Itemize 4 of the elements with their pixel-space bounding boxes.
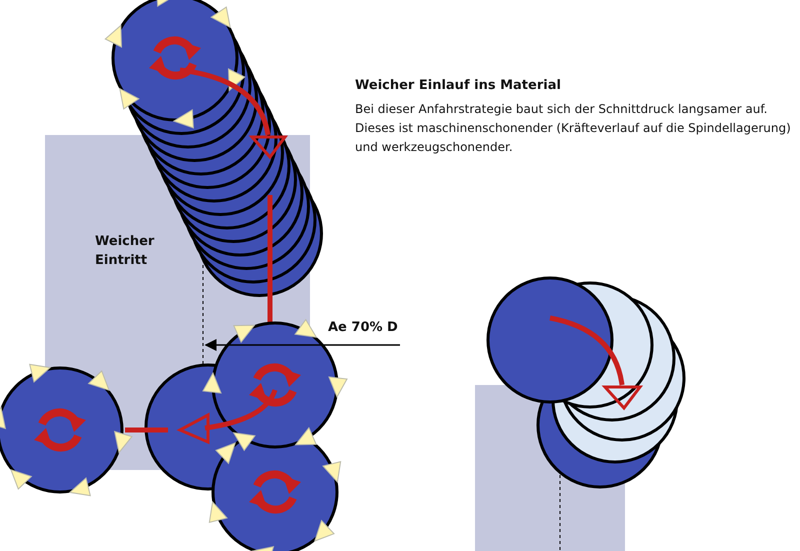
dimension-label: Ae 70% D [328,320,399,335]
description-text: Bei dieser Anfahrstrategie baut sich der Schnittdruck langsamer auf. Dieses ist maschinenschonender (Kräfteverlauf auf die Spindellagerung) und werkzeugschonender. [355,101,792,156]
heading: Weicher Einlauf ins Material [355,78,562,93]
area-label: Weicher Eintritt [95,233,156,270]
